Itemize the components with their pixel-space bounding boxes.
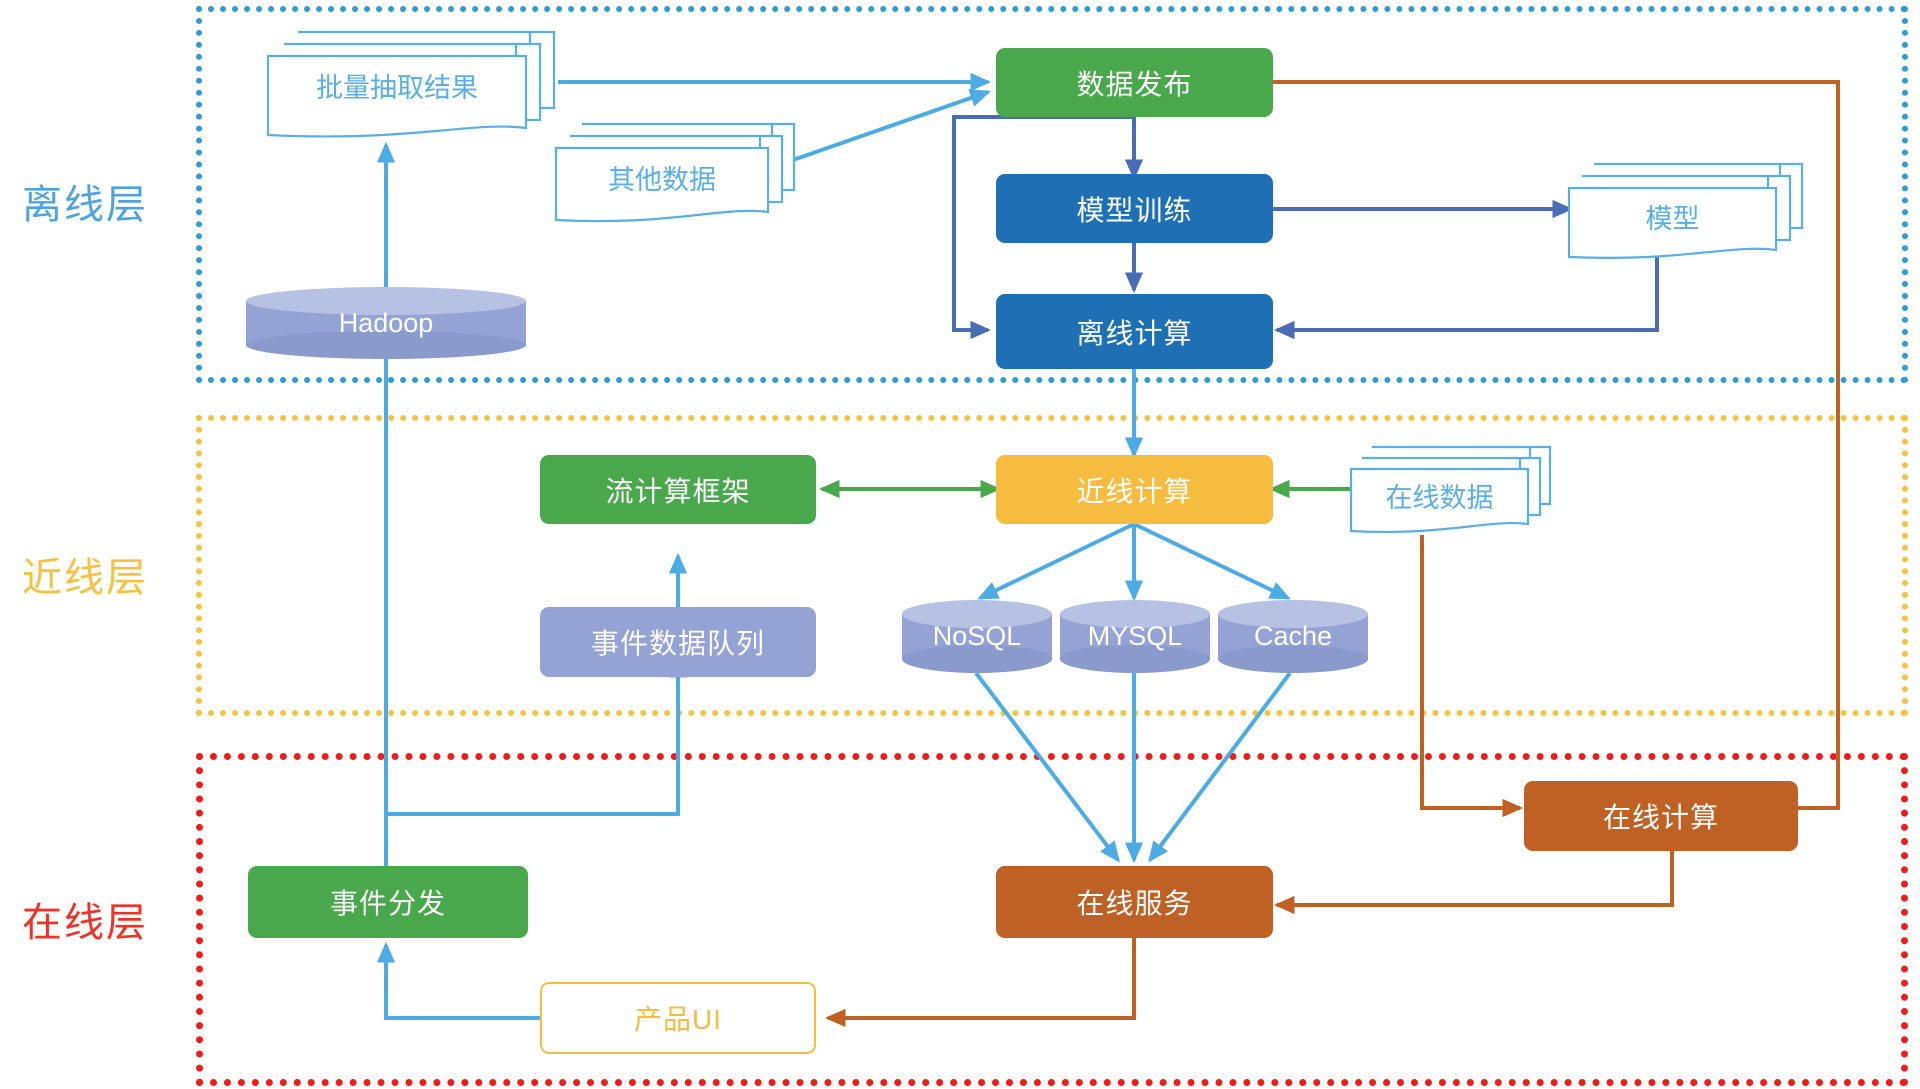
node-nosql[interactable]: NoSQL: [902, 600, 1052, 673]
cylinder-bottom: [1218, 645, 1368, 673]
node-stream-framework[interactable]: 流计算框架: [540, 455, 816, 524]
node-label: 模型训练: [1076, 194, 1193, 226]
node-label: 其他数据: [608, 164, 716, 195]
cylinder-top: [902, 600, 1052, 628]
cylinder-bottom: [1060, 645, 1210, 673]
node-label: 模型: [1645, 203, 1700, 234]
node-other-data[interactable]: 其他数据: [552, 118, 798, 228]
node-online-compute[interactable]: 在线计算: [1524, 781, 1798, 851]
node-mysql[interactable]: MYSQL: [1060, 600, 1210, 673]
layer-label-online: 在线层: [22, 901, 148, 945]
node-online-data[interactable]: 在线数据: [1348, 442, 1554, 540]
node-label: 在线计算: [1602, 802, 1719, 833]
layer-label-offline: 离线层: [22, 183, 148, 227]
node-online-service[interactable]: 在线服务: [996, 866, 1273, 938]
cylinder-bottom: [902, 645, 1052, 673]
cylinder-bottom: [246, 331, 526, 359]
node-product-ui[interactable]: 产品UI: [540, 982, 816, 1054]
cylinder-top: [1060, 600, 1210, 628]
node-model[interactable]: 模型: [1566, 158, 1806, 264]
node-label: NoSQL: [932, 621, 1022, 651]
node-label: 事件分发: [329, 888, 446, 919]
cylinder-top: [246, 287, 526, 315]
node-label: 批量抽取结果: [316, 72, 478, 103]
node-offline-compute[interactable]: 离线计算: [996, 294, 1273, 369]
node-label: 流计算框架: [605, 475, 751, 507]
node-label: 在线服务: [1076, 888, 1193, 919]
node-label: 产品UI: [633, 1004, 722, 1035]
node-label: MYSQL: [1087, 621, 1183, 651]
node-hadoop[interactable]: Hadoop: [246, 287, 526, 359]
node-label: 事件数据队列: [590, 628, 765, 659]
cylinder-top: [1218, 600, 1368, 628]
node-nearline-compute[interactable]: 近线计算: [996, 455, 1273, 524]
layer-band-offline: [196, 6, 1908, 383]
node-event-dispatch[interactable]: 事件分发: [248, 866, 528, 938]
node-label: 近线计算: [1076, 475, 1193, 507]
node-model-training[interactable]: 模型训练: [996, 174, 1273, 243]
node-cache[interactable]: Cache: [1218, 600, 1368, 673]
layer-band-nearline: [196, 415, 1908, 716]
node-label: 在线数据: [1385, 482, 1494, 513]
node-label: Hadoop: [338, 307, 434, 338]
layer-label-nearline: 近线层: [22, 556, 148, 600]
node-data-publish[interactable]: 数据发布: [996, 48, 1273, 117]
node-event-queue[interactable]: 事件数据队列: [540, 607, 816, 677]
layer-band-online: [196, 753, 1908, 1086]
node-batch-extract[interactable]: 批量抽取结果: [262, 24, 558, 142]
node-label: 数据发布: [1076, 68, 1193, 100]
node-label: Cache: [1253, 621, 1333, 651]
node-label: 离线计算: [1076, 317, 1193, 349]
